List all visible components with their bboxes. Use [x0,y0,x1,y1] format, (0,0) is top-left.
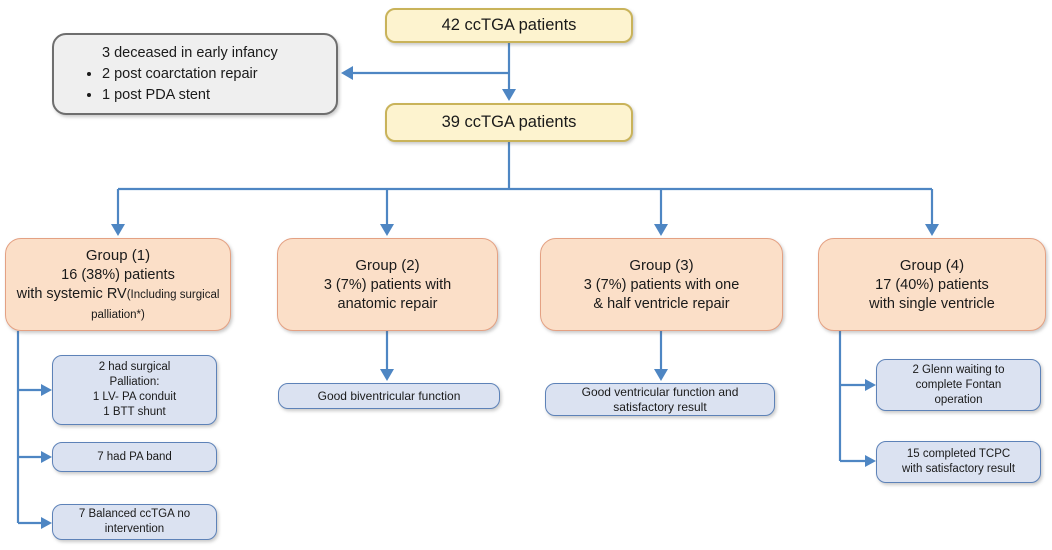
arrow-left-icon [341,66,353,80]
group2-child-biventricular-function: Good biventricular function [278,383,500,409]
group-3-title: Group (3) [629,256,694,274]
exclusion-item: 1 post PDA stent [102,85,326,106]
exclusion-header: 3 deceased in early infancy [102,44,278,61]
group-2-body: 3 (7%) patients with anatomic repair [324,276,451,315]
group1-child-pa-band: 7 had PA band [52,442,217,472]
arrow-right-icon [865,455,876,467]
group-2-body-text: 3 (7%) patients with anatomic repair [323,276,452,312]
group1-child-pa-band-label: 7 had PA band [97,450,172,463]
arrow-right-icon [41,384,52,396]
arrow-down-icon [380,369,394,381]
arrow-down-icon [111,224,125,236]
group-2-title: Group (2) [355,256,420,274]
exclusion-box: 3 deceased in early infancy 2 post coarc… [52,33,338,115]
group-3-body-text: 3 (7%) patients with one & half ventricl… [583,276,740,312]
group-1-body: 16 (38%) patients with systemic RV(Inclu… [14,266,222,325]
arrow-down-icon [502,89,516,101]
group1-child-no-intervention-label: 7 Balanced ccTGA no intervention [78,508,191,535]
exclusion-item: 2 post coarctation repair [102,64,326,85]
group4-child-glenn-waiting: 2 Glenn waiting to complete Fontan opera… [876,359,1041,411]
group4-child-glenn-waiting-label: 2 Glenn waiting to complete Fontan opera… [912,363,1005,406]
arrow-right-icon [41,517,52,529]
arrow-right-icon [865,379,876,391]
group-3-box: Group (3) 3 (7%) patients with one & hal… [540,238,783,331]
group-1-body-text: 16 (38%) patients with systemic RV [16,266,175,302]
group3-child-ventricular-function-label: Good ventricular function and satisfacto… [581,384,739,414]
group4-child-completed-tcpc-label: 15 completed TCPC with satisfactory resu… [901,448,1016,475]
group1-child-surgical-palliation: 2 had surgical Palliation: 1 LV- PA cond… [52,355,217,425]
box-39-patients: 39 ccTGA patients [385,103,633,142]
arrow-down-icon [654,369,668,381]
group-1-note: (Including surgical palliation*) [91,288,220,321]
box-39-patients-label: 39 ccTGA patients [441,113,577,131]
box-42-patients-label: 42 ccTGA patients [441,16,577,34]
group4-child-completed-tcpc: 15 completed TCPC with satisfactory resu… [876,441,1041,483]
group2-child-biventricular-function-label: Good biventricular function [317,388,461,403]
arrow-down-icon [654,224,668,236]
group1-child-no-intervention: 7 Balanced ccTGA no intervention [52,504,217,540]
group-3-body: 3 (7%) patients with one & half ventricl… [584,276,740,315]
group-2-box: Group (2) 3 (7%) patients with anatomic … [277,238,498,331]
group-4-title: Group (4) [899,256,965,274]
box-42-patients: 42 ccTGA patients [385,8,633,43]
group-4-body: 17 (40%) patients with single ventricle [869,276,995,315]
group-4-body-text: 17 (40%) patients with single ventricle [869,276,995,312]
arrow-right-icon [41,451,52,463]
group-1-title: Group (1) [85,246,151,264]
arrow-down-icon [925,224,939,236]
exclusion-list: 2 post coarctation repair 1 post PDA ste… [72,64,326,106]
group-1-box: Group (1) 16 (38%) patients with systemi… [5,238,231,331]
arrow-down-icon [380,224,394,236]
group1-child-surgical-palliation-label: 2 had surgical Palliation: 1 LV- PA cond… [92,361,177,418]
group3-child-ventricular-function: Good ventricular function and satisfacto… [545,383,775,416]
group-4-box: Group (4) 17 (40%) patients with single … [818,238,1046,331]
